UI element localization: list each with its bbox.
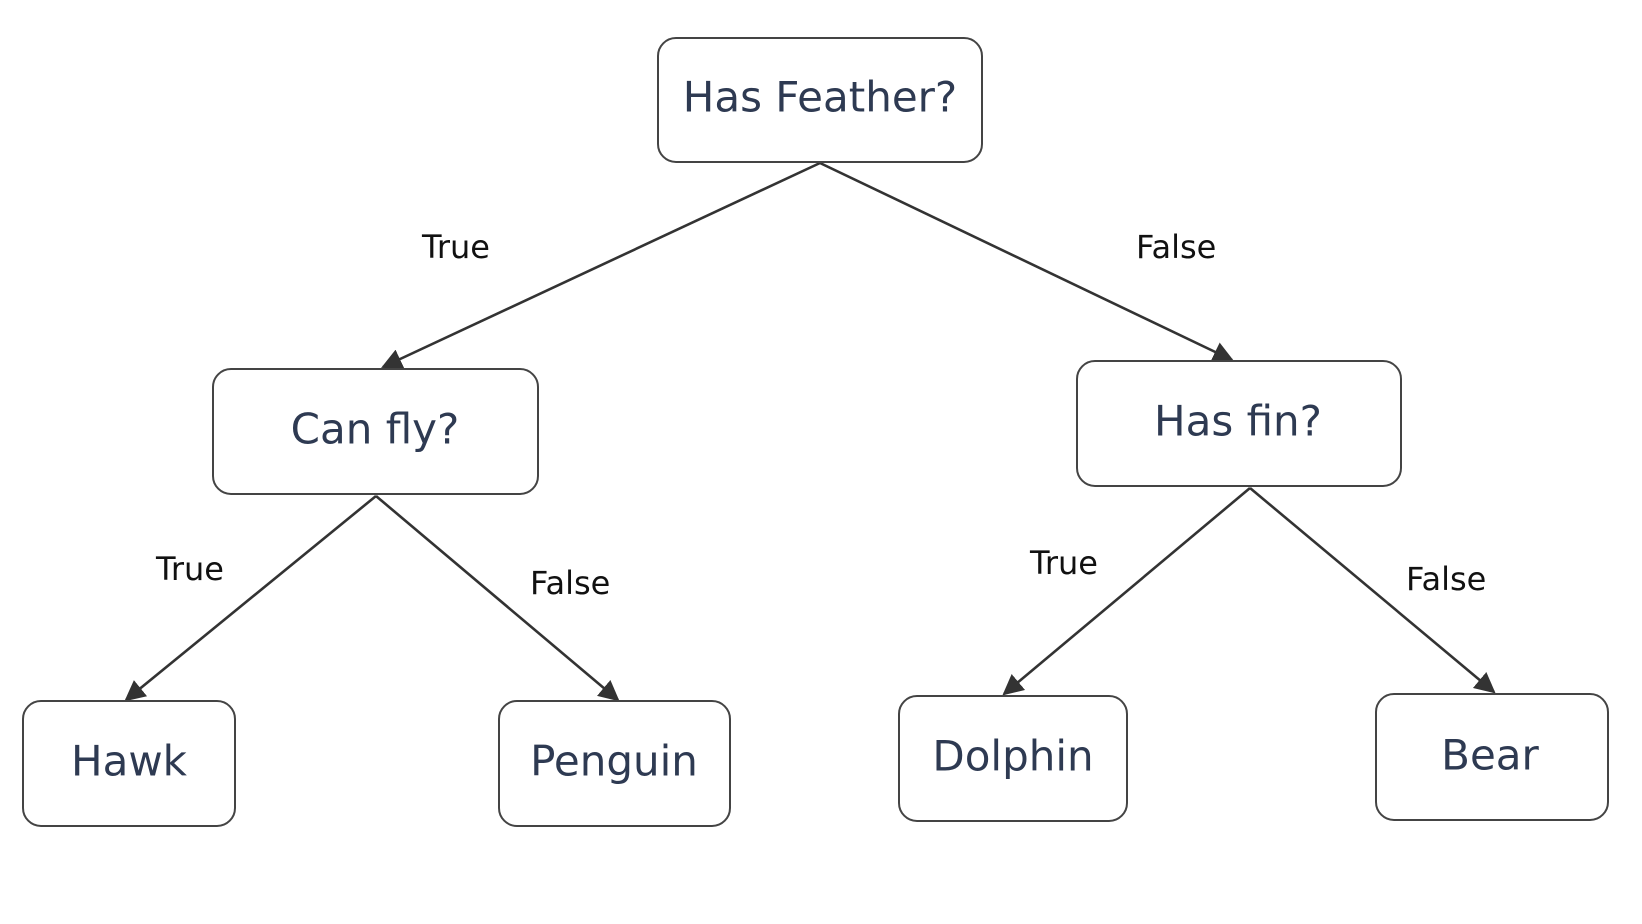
edge-has-fin-to-bear <box>1249 487 1496 694</box>
node-bear: Bear <box>1375 693 1609 821</box>
edge-can-fly-to-hawk <box>124 494 377 702</box>
node-dolphin: Dolphin <box>898 695 1128 822</box>
node-penguin: Penguin <box>498 700 731 827</box>
edge-can-fly-to-penguin <box>375 495 620 702</box>
edge-label-can-fly-false: False <box>530 564 610 602</box>
node-has-fin-label: Has fin? <box>1154 397 1322 446</box>
edge-has-fin-to-dolphin <box>1002 487 1251 696</box>
node-root: Has Feather? <box>657 37 983 163</box>
node-root-label: Has Feather? <box>683 73 957 122</box>
edges <box>124 161 1496 702</box>
node-root-box <box>657 37 983 163</box>
node-dolphin-box <box>898 695 1128 822</box>
edge-root-to-has-fin <box>819 161 1234 362</box>
node-can-fly-label: Can fly? <box>291 405 460 454</box>
node-can-fly-box <box>212 368 539 495</box>
edge-label-root-true: True <box>421 228 490 266</box>
edge-labels: True False True False True False <box>155 228 1486 602</box>
edge-label-root-false: False <box>1136 228 1216 266</box>
edge-root-to-can-fly <box>381 161 821 369</box>
node-has-fin-box <box>1076 360 1402 487</box>
node-has-fin: Has fin? <box>1076 360 1402 487</box>
edge-label-can-fly-true: True <box>155 550 224 588</box>
node-hawk: Hawk <box>22 700 236 827</box>
node-penguin-label: Penguin <box>530 737 698 786</box>
node-can-fly: Can fly? <box>212 368 539 495</box>
edge-label-has-fin-true: True <box>1029 544 1098 582</box>
node-hawk-box <box>22 700 236 827</box>
node-hawk-label: Hawk <box>71 737 188 786</box>
node-bear-label: Bear <box>1441 731 1539 780</box>
node-dolphin-label: Dolphin <box>932 732 1093 781</box>
node-bear-box <box>1375 693 1609 821</box>
node-penguin-box <box>498 700 731 827</box>
edge-label-has-fin-false: False <box>1406 560 1486 598</box>
